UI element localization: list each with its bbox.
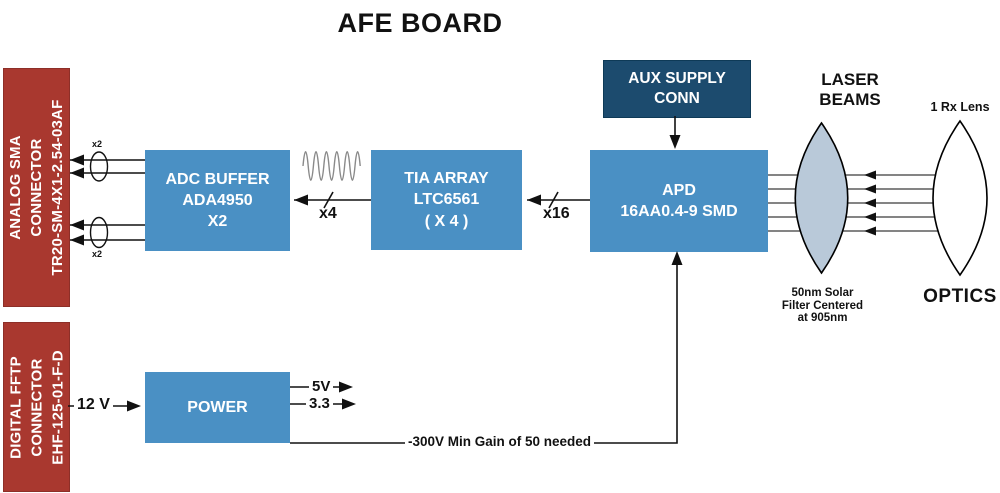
bus-width-ellipse-top <box>89 151 109 182</box>
bias-note-label: -300V Min Gain of 50 needed <box>405 434 595 449</box>
bus-width-ellipse-bottom <box>89 216 109 249</box>
power-label: POWER <box>187 398 248 416</box>
rx-lens-label: 1 Rx Lens <box>930 100 990 114</box>
x2-label-top: x2 <box>92 139 103 149</box>
out-5v-label: 5V <box>309 378 334 395</box>
input-12v-label: 12 V <box>74 396 113 414</box>
aux-to-apd-wire <box>669 116 681 149</box>
tia-array-block: TIA ARRAY LTC6561 ( X 4 ) <box>371 150 522 250</box>
analog-sma-connector-block: ANALOG SMA CONNECTOR TR20-SM-4X1-2.54-03… <box>3 68 70 307</box>
digital-fftp-connector-block: DIGITAL FFTP CONNECTOR EHF-125-01-F-D <box>3 322 70 492</box>
optics-label: OPTICS <box>923 286 997 307</box>
laser-beam-lines <box>768 170 938 236</box>
bias-300v-wire <box>290 251 683 444</box>
adc-buffer-block: ADC BUFFER ADA4950 X2 <box>145 150 290 251</box>
analog-output-wires <box>70 151 145 249</box>
aux-supply-conn-label: AUX SUPPLY CONN <box>628 69 726 107</box>
power-block: POWER <box>145 372 290 443</box>
aux-supply-conn-block: AUX SUPPLY CONN <box>603 60 751 118</box>
analog-sma-connector-label: ANALOG SMA CONNECTOR TR20-SM-4X1-2.54-03… <box>7 99 66 276</box>
apd-block: APD 16AA0.4-9 SMD <box>590 150 768 252</box>
solar-filter-note: 50nm Solar Filter Centered at 905nm <box>781 287 864 325</box>
digital-fftp-connector-label: DIGITAL FFTP CONNECTOR EHF-125-01-F-D <box>7 349 66 465</box>
laser-beams-label: LASER BEAMS <box>819 70 881 109</box>
solar-filter-lens <box>794 121 849 275</box>
x4-label: x4 <box>319 205 337 222</box>
adc-buffer-label: ADC BUFFER ADA4950 X2 <box>165 170 270 231</box>
rx-lens <box>932 119 988 277</box>
apd-label: APD 16AA0.4-9 SMD <box>620 181 738 220</box>
sine-wave-icon <box>302 151 361 181</box>
out-3v3-label: 3.3 <box>306 395 333 412</box>
page-title: AFE BOARD <box>337 8 503 38</box>
x2-label-bottom: x2 <box>92 249 103 259</box>
x16-label: x16 <box>543 205 570 222</box>
tia-array-label: TIA ARRAY LTC6561 ( X 4 ) <box>404 170 489 230</box>
